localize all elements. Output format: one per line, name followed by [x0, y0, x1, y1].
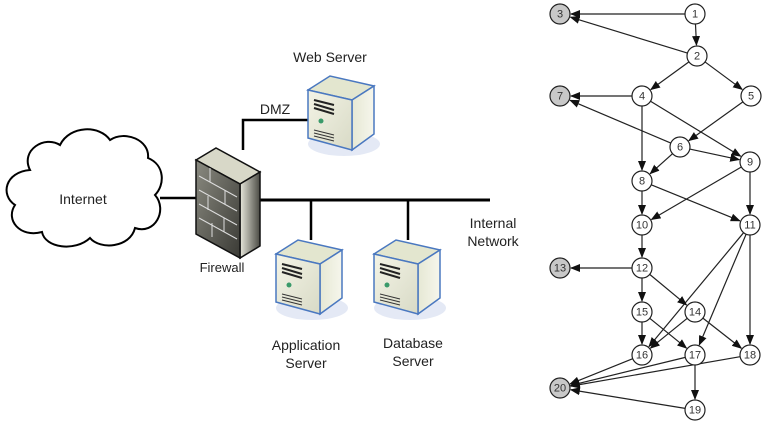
- graph-node-label: 11: [744, 220, 755, 232]
- graph-node-circle: [684, 399, 706, 421]
- graph-node-17: 17: [684, 344, 706, 366]
- graph-node-label: 1: [692, 9, 698, 21]
- graph-node-16: 16: [631, 344, 653, 366]
- graph-node-7: 7: [549, 85, 571, 107]
- graph-edge-1-2: [692, 23, 701, 47]
- graph-edge-16-20: [569, 358, 633, 385]
- graph-node-label: 14: [689, 307, 701, 319]
- graph-node-label: 7: [557, 91, 563, 103]
- graph-node-circle: [739, 151, 761, 173]
- graph-node-15: 15: [631, 301, 653, 323]
- graph-node-10: 10: [631, 214, 653, 236]
- graph-edge-6-7: [569, 99, 672, 144]
- firewall-icon: [194, 147, 262, 260]
- database-server-label-line1: Database: [383, 335, 443, 351]
- database-server-label-line2: Server: [392, 353, 434, 369]
- graph-edge-6-9: [689, 148, 741, 162]
- graph-node-4: 4: [631, 85, 653, 107]
- graph-node-label: 2: [694, 51, 700, 63]
- graph-node-2: 2: [686, 45, 708, 67]
- dmz-link: [241, 118, 310, 150]
- internet-label: Internet: [59, 191, 107, 207]
- graph-node-circle: [684, 3, 706, 25]
- graph-node-6: 6: [669, 136, 691, 158]
- graph-edge-19-20: [569, 387, 686, 409]
- graph-node-12: 12: [631, 257, 653, 279]
- graph-node-label: 12: [636, 263, 648, 275]
- graph-node-label: 4: [639, 91, 645, 103]
- graph-node-label: 9: [747, 157, 753, 169]
- graph-edge-4-9: [650, 100, 742, 157]
- web-server-icon: [307, 75, 381, 157]
- graph-edge-14-18: [702, 317, 743, 349]
- graph-node-13: 13: [549, 257, 571, 279]
- graph-node-circle: [549, 377, 571, 399]
- graph-node-circle: [669, 136, 691, 158]
- application-server-label-line1: Application: [272, 337, 341, 353]
- graph-edge-6-8: [649, 153, 673, 175]
- graph-edge-14-16: [649, 317, 688, 349]
- graph-node-label: 8: [639, 176, 645, 188]
- graph-edge-12-14: [649, 273, 688, 306]
- graph-node-label: 15: [636, 307, 648, 319]
- internal-network-label-line1: Internal: [470, 215, 517, 231]
- graph-node-5: 5: [740, 85, 762, 107]
- graph-node-label: 16: [636, 350, 648, 362]
- graph-node-label: 6: [677, 142, 683, 154]
- graph-node-circle: [740, 85, 762, 107]
- graph-edge-9-10: [650, 166, 742, 220]
- graph-node-circle: [631, 301, 653, 323]
- graph-node-circle: [631, 170, 653, 192]
- web-server-label: Web Server: [293, 49, 367, 65]
- graph-node-20: 20: [549, 377, 571, 399]
- graph-node-14: 14: [684, 301, 706, 323]
- graph-node-11: 11: [739, 214, 761, 236]
- graph-node-1: 1: [684, 3, 706, 25]
- graph-node-circle: [631, 214, 653, 236]
- graph-node-label: 3: [557, 9, 563, 21]
- graph-edge-18-20: [569, 356, 741, 389]
- graph-node-label: 17: [689, 350, 701, 362]
- internal-network-label-line2: Network: [467, 233, 519, 249]
- application-server-icon: [275, 239, 349, 321]
- graph-node-circle: [631, 257, 653, 279]
- graph-node-label: 5: [748, 91, 754, 103]
- graph-node-9: 9: [739, 151, 761, 173]
- graph-edge-8-11: [651, 184, 741, 222]
- graph-node-circle: [549, 257, 571, 279]
- graph-edge-2-5: [704, 61, 743, 91]
- graph-node-circle: [549, 3, 571, 25]
- firewall-label: Firewall: [200, 260, 245, 275]
- graph-node-3: 3: [549, 3, 571, 25]
- graph-edge-2-4: [650, 61, 690, 91]
- graph-node-label: 20: [554, 383, 566, 395]
- graph-node-circle: [686, 45, 708, 67]
- graph-node-circle: [684, 301, 706, 323]
- graph-node-label: 18: [744, 350, 756, 362]
- graph-node-label: 13: [554, 263, 566, 275]
- graph-node-circle: [739, 214, 761, 236]
- graph-node-label: 10: [636, 220, 648, 232]
- graph-node-circle: [631, 85, 653, 107]
- graph-edge-11-17: [698, 233, 747, 346]
- internet-cloud-icon: [5, 128, 163, 248]
- graph-edge-17-20: [569, 356, 686, 388]
- database-server-icon: [373, 239, 447, 321]
- graph-edge-5-6: [688, 101, 744, 142]
- graph-node-circle: [684, 344, 706, 366]
- attack-graph-edges: [569, 10, 754, 409]
- graph-node-circle: [549, 85, 571, 107]
- graph-node-label: 19: [689, 405, 701, 417]
- graph-edge-2-3: [569, 16, 688, 54]
- graph-node-circle: [739, 344, 761, 366]
- dmz-label: DMZ: [260, 101, 291, 117]
- application-server-label-line2: Server: [285, 355, 327, 371]
- graph-node-19: 19: [684, 399, 706, 421]
- graph-node-circle: [631, 344, 653, 366]
- graph-edge-11-16: [648, 232, 745, 348]
- graph-node-18: 18: [739, 344, 761, 366]
- graph-node-8: 8: [631, 170, 653, 192]
